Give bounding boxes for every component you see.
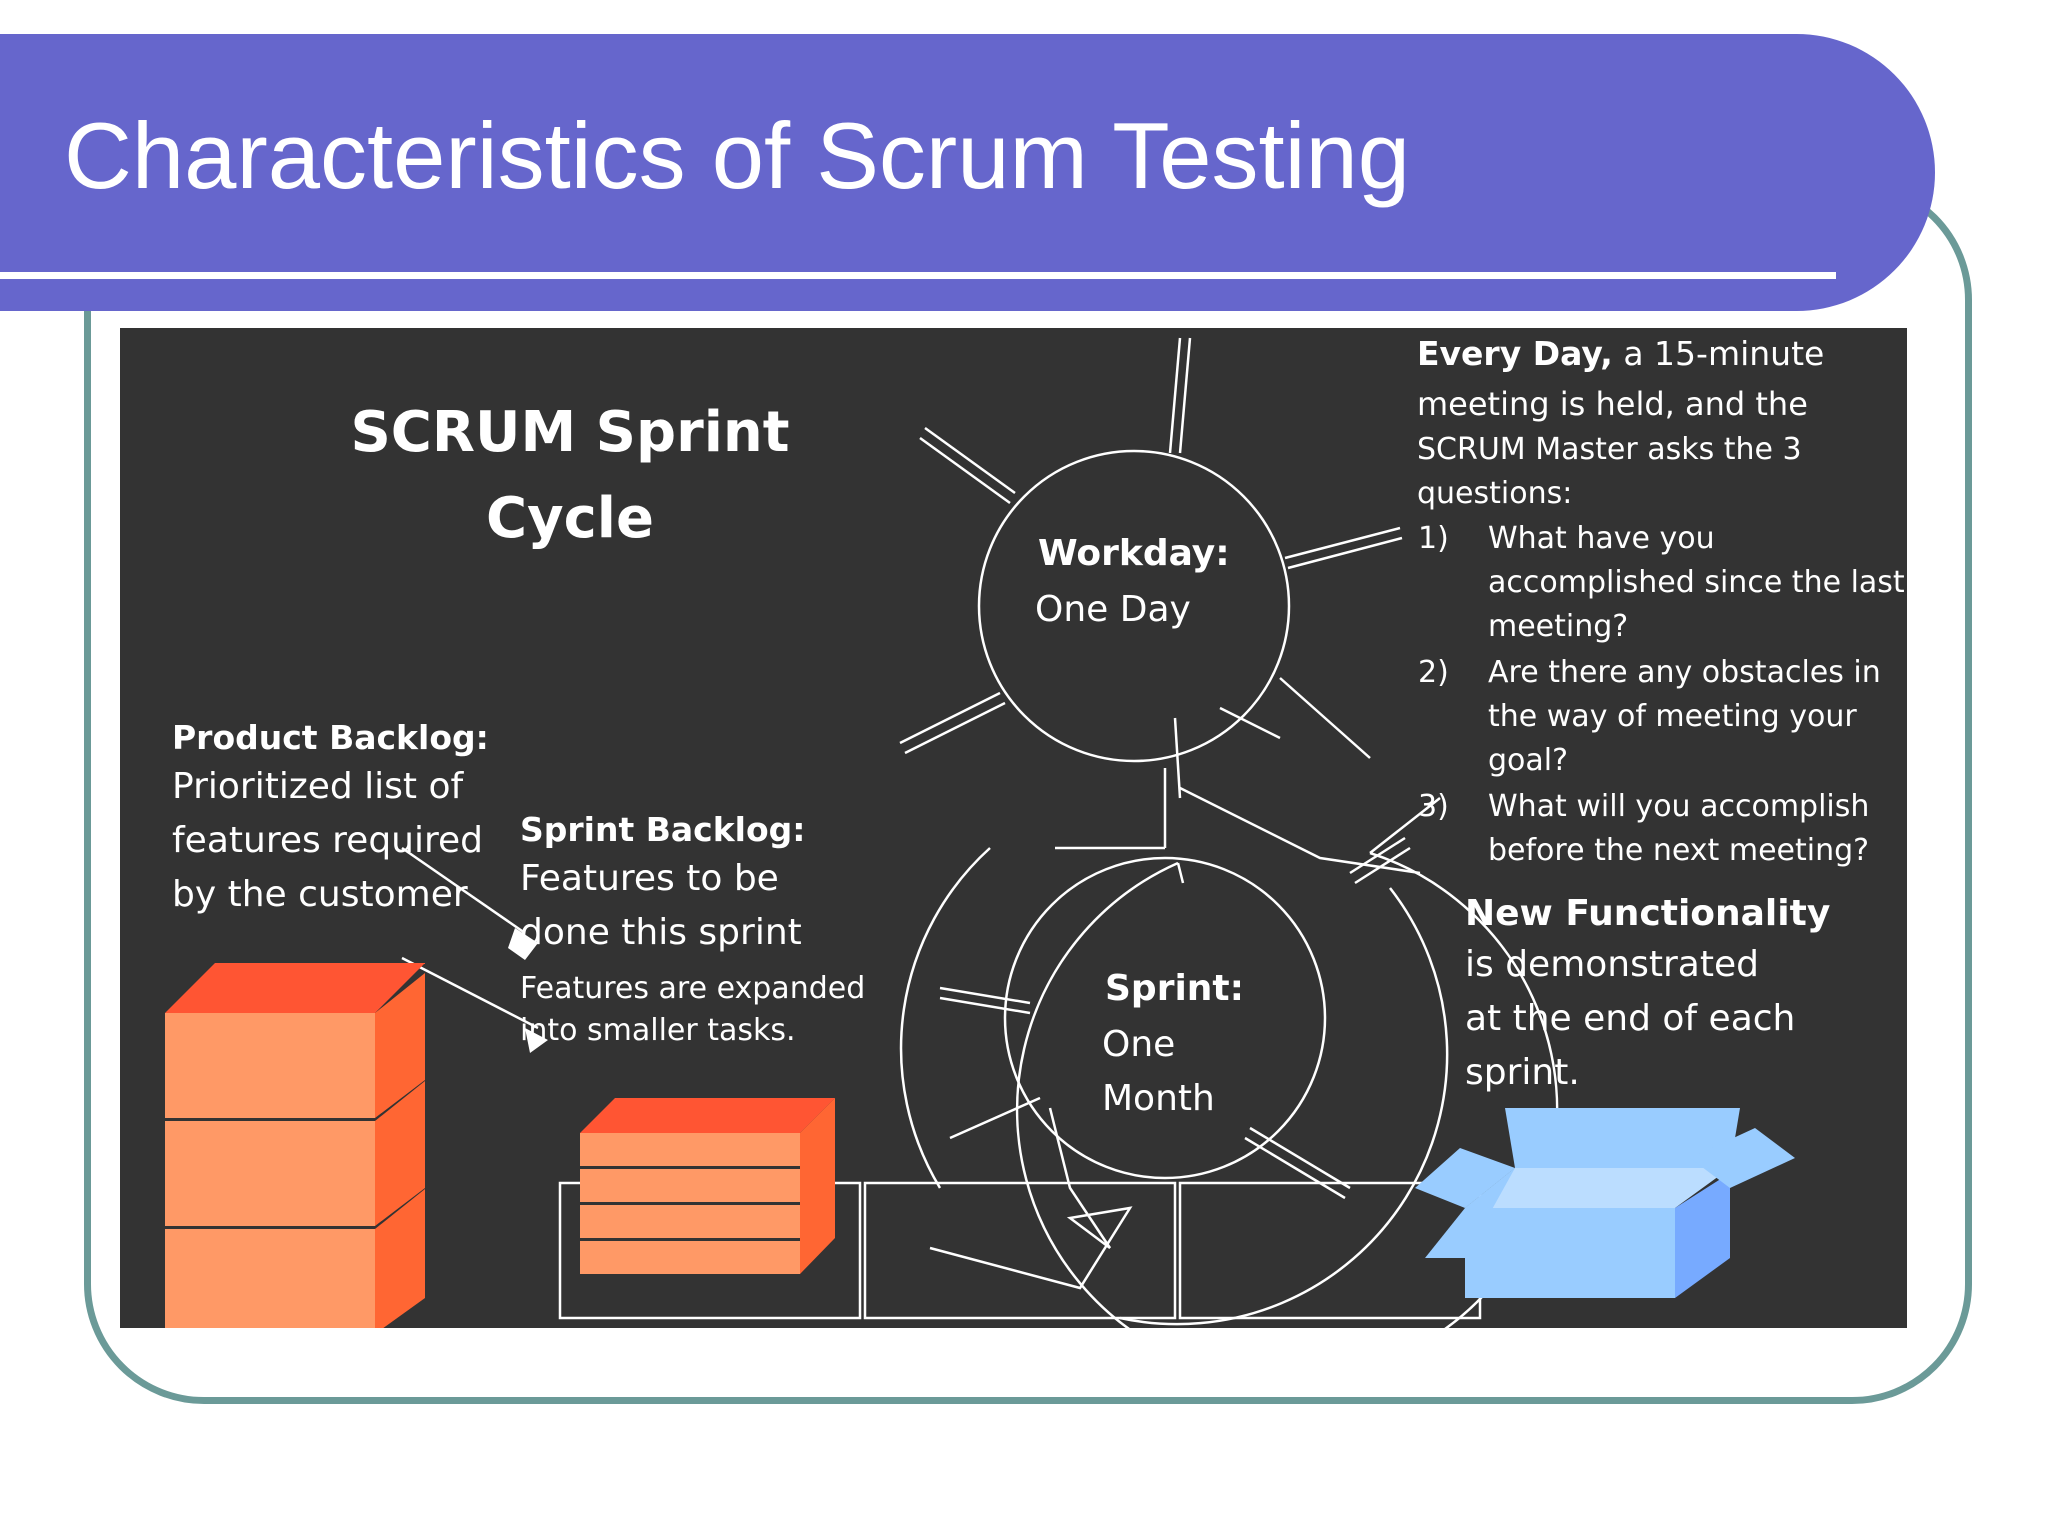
sprint-label: Sprint: <box>1105 968 1245 1009</box>
diagram-title: SCRUM Sprint Cycle <box>350 400 790 551</box>
product-backlog-heading: Product Backlog: <box>172 718 489 757</box>
sprint-value-line-1: One <box>1102 1024 1176 1065</box>
workday-label: Workday: <box>1038 533 1230 574</box>
question-2-line-3: goal? <box>1488 743 1569 778</box>
question-1-line-2: accomplished since the last <box>1488 565 1905 600</box>
sprint-backlog-line-2: done this sprint <box>520 912 802 953</box>
sprint-backlog-line-1: Features to be <box>520 858 779 899</box>
question-2-line-1: Are there any obstacles in <box>1488 655 1881 690</box>
workday-value: One Day <box>1035 589 1191 630</box>
question-1-line-1: What have you <box>1488 521 1715 556</box>
sprint-backlog-heading: Sprint Backlog: <box>520 810 806 849</box>
daily-meeting-line-4: questions: <box>1417 476 1573 511</box>
new-functionality-heading: New Functionality <box>1465 893 1831 934</box>
new-functionality-line-3: sprint. <box>1465 1052 1580 1093</box>
question-3-line-1: What will you accomplish <box>1488 789 1870 824</box>
scrum-diagram-panel: SCRUM Sprint Cycle Product Backlog: Prio… <box>120 328 1907 1328</box>
product-backlog-line-2: features required <box>172 820 484 861</box>
scrum-cycle-illustration <box>165 337 1795 1328</box>
title-banner <box>0 34 1935 311</box>
product-backlog-line-3: by the customer <box>172 874 468 915</box>
question-2-line-2: the way of meeting your <box>1488 699 1857 734</box>
daily-meeting-line-3: SCRUM Master asks the 3 <box>1417 432 1802 467</box>
product-backlog-stack-icon <box>165 963 425 1328</box>
new-functionality-line-1: is demonstrated <box>1465 944 1759 985</box>
question-3-line-2: before the next meeting? <box>1488 833 1870 868</box>
sprint-backlog-note-1: Features are expanded <box>520 971 866 1006</box>
slide-title: Characteristics of Scrum Testing <box>64 103 1411 208</box>
arrowheads <box>508 928 548 1053</box>
sprint-backlog-note-2: into smaller tasks. <box>520 1013 796 1048</box>
new-functionality-line-2: at the end of each <box>1465 998 1796 1039</box>
open-box-icon <box>1415 1108 1795 1298</box>
daily-meeting-intro-bold: Every Day, <box>1417 334 1613 373</box>
backlog-arrows <box>401 846 539 1030</box>
sprint-value-line-2: Month <box>1102 1078 1215 1119</box>
sprint-backlog-stack-icon <box>580 1098 835 1274</box>
workday-cycle-icon <box>899 337 1559 1328</box>
question-1-line-3: meeting? <box>1488 609 1629 644</box>
daily-meeting-intro: Every Day, a 15-minute <box>1417 330 1824 378</box>
question-1-number: 1) <box>1418 521 1449 556</box>
sprint-cycle-icon <box>899 768 1449 1326</box>
daily-meeting-line-2: meeting is held, and the <box>1417 385 1808 423</box>
question-3-number: 3) <box>1418 789 1449 824</box>
banner-divider <box>0 272 1836 279</box>
product-backlog-line-1: Prioritized list of <box>172 766 464 807</box>
daily-meeting-intro-rest: a 15-minute <box>1612 334 1825 373</box>
question-2-number: 2) <box>1418 655 1449 690</box>
